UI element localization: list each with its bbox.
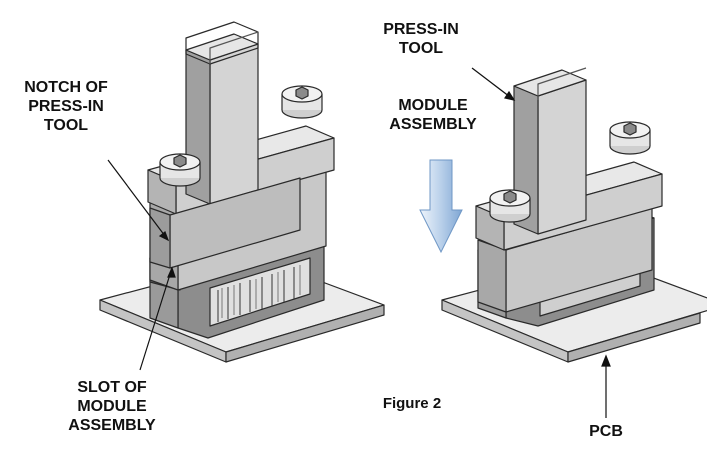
notch-label-line-3: TOOL xyxy=(43,117,89,134)
pcb-label: PCB xyxy=(589,423,623,440)
notch-of-press-in-tool-label: NOTCH OF PRESS-IN TOOL xyxy=(6,78,126,135)
left-screw-front xyxy=(159,153,201,187)
press-in-tool-label-line-1: PRESS-IN xyxy=(383,21,459,38)
left-press-in-tool xyxy=(149,21,301,269)
slot-label-line-2: MODULE xyxy=(77,398,147,415)
module-assembly-label: MODULE ASSEMBLY xyxy=(378,96,488,134)
figure-caption: Figure 2 xyxy=(382,395,442,412)
notch-label-line-2: PRESS-IN xyxy=(28,98,104,115)
slot-leader xyxy=(139,267,173,371)
left-leader-lines xyxy=(107,159,176,371)
press-in-tool-label: PRESS-IN TOOL xyxy=(366,20,476,58)
module-assembly-label-line-1: MODULE xyxy=(398,97,468,114)
right-leader-lines xyxy=(471,67,611,418)
left-screw-back xyxy=(281,85,323,119)
left-assembly xyxy=(99,21,385,363)
slot-of-module-assembly-label: SLOT OF MODULE ASSEMBLY xyxy=(52,378,172,435)
notch-leader xyxy=(107,159,169,241)
notch-label-line-1: NOTCH OF xyxy=(24,79,108,96)
slot-label-line-3: ASSEMBLY xyxy=(68,417,156,434)
press-in-tool-label-line-2: TOOL xyxy=(398,40,444,57)
right-screw-front xyxy=(489,189,531,223)
slot-label-line-1: SLOT OF xyxy=(77,379,147,396)
right-screw-back xyxy=(609,121,651,155)
right-assembly xyxy=(441,67,707,363)
module-assembly-arrow xyxy=(419,159,463,254)
right-module-body xyxy=(477,207,653,313)
module-assembly-label-line-2: ASSEMBLY xyxy=(389,116,477,133)
